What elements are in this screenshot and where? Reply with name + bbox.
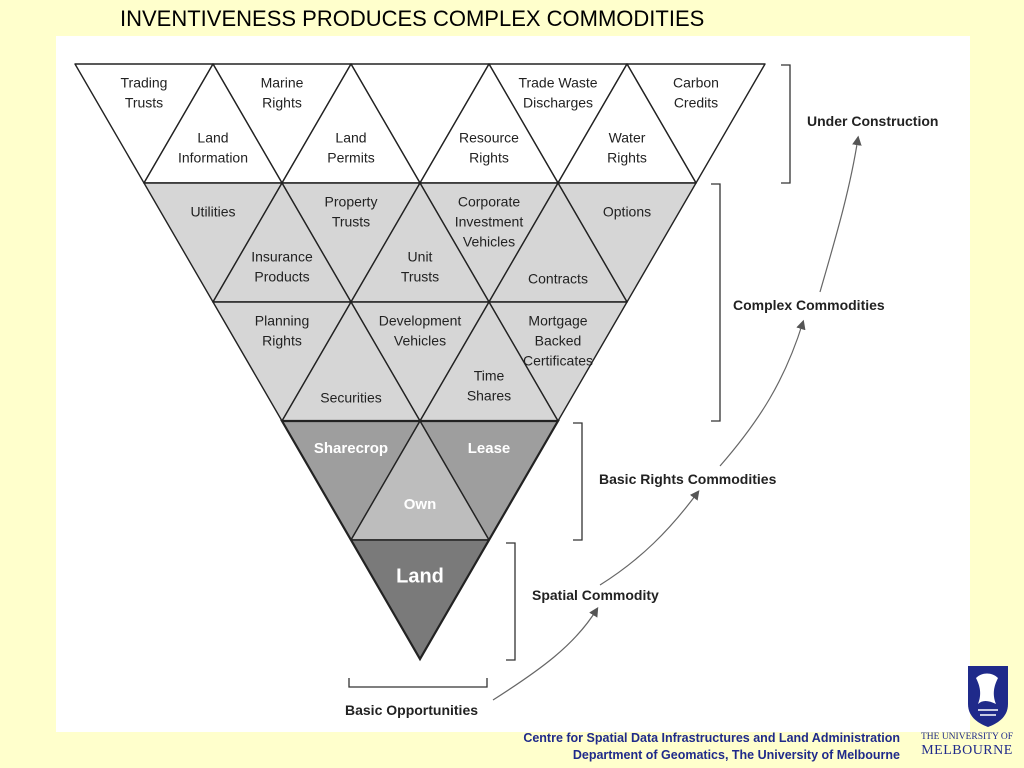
cell-label-row0-down-3: Trade Waste bbox=[518, 75, 597, 91]
cell-label-row0-down-0: Trusts bbox=[125, 95, 163, 111]
cell-label-row0-down-4: Credits bbox=[674, 95, 718, 111]
cell-label-row1-up-1: Trusts bbox=[401, 269, 439, 285]
label-complex-commodities: Complex Commodities bbox=[733, 297, 885, 313]
cell-label-row0-up-3: Water bbox=[609, 130, 646, 146]
bracket-spatial bbox=[506, 542, 516, 661]
bracket-complex-commodities bbox=[711, 183, 721, 422]
arrow-complex-to-under-construction bbox=[819, 135, 862, 293]
cell-label-row0-up-0: Land bbox=[197, 130, 228, 146]
cell-label-row1-up-2: Contracts bbox=[528, 271, 588, 287]
cell-label-row2-down-2: Mortgage bbox=[528, 313, 587, 329]
slide-title: INVENTIVENESS PRODUCES COMPLEX COMMODITI… bbox=[120, 6, 705, 31]
university-logo: THE UNIVERSITY OF MELBOURNE bbox=[920, 664, 1014, 764]
footer: Centre for Spatial Data Infrastructures … bbox=[523, 730, 900, 764]
cell-label-row1-up-0: Insurance bbox=[251, 249, 313, 265]
bracket-under-construction bbox=[781, 64, 791, 184]
cell-label-row1-up-1: Unit bbox=[408, 249, 433, 265]
cell-label-row2-down-0: Planning bbox=[255, 313, 310, 329]
cell-label-row2-up-0: Securities bbox=[320, 390, 381, 406]
cell-label-row1-down-2: Investment bbox=[455, 214, 524, 230]
arrow-opportunities-to-spatial bbox=[492, 606, 599, 701]
label-under-construction: Under Construction bbox=[807, 113, 938, 129]
cell-label-row3-down-1: Lease bbox=[468, 440, 511, 457]
cell-label-row0-up-1: Permits bbox=[327, 150, 374, 166]
arrow-spatial-to-basic-rights bbox=[599, 490, 700, 586]
cell-label-row2-down-2: Certificates bbox=[523, 353, 593, 369]
logo-text-the-university-of: THE UNIVERSITY OF bbox=[920, 732, 1013, 742]
bracket-basic-opportunities bbox=[348, 678, 488, 688]
university-crest-icon bbox=[968, 666, 1008, 727]
cell-label-row0-up-3: Rights bbox=[607, 150, 647, 166]
cell-label-row1-down-2: Corporate bbox=[458, 194, 520, 210]
cell-label-row0-up-2: Resource bbox=[459, 130, 519, 146]
cell-label-row0-down-3: Discharges bbox=[523, 95, 593, 111]
label-spatial-commodity: Spatial Commodity bbox=[532, 587, 659, 603]
cell-label-row0-down-1: Rights bbox=[262, 95, 302, 111]
cell-label-row3-down-0: Sharecrop bbox=[314, 440, 388, 457]
cell-label-row0-down-0: Trading bbox=[121, 75, 168, 91]
footer-centre-name: Centre for Spatial Data Infrastructures … bbox=[523, 731, 900, 745]
cell-label-row0-down-4: Carbon bbox=[673, 75, 719, 91]
logo-text-melbourne: MELBOURNE bbox=[921, 743, 1013, 758]
cell-label-row3-up-0: Own bbox=[404, 496, 437, 513]
cell-label-row2-down-0: Rights bbox=[262, 333, 302, 349]
cell-label-row2-down-2: Backed bbox=[535, 333, 582, 349]
cell-label-row1-down-3: Options bbox=[603, 204, 651, 220]
arrow-basic-rights-to-complex bbox=[719, 319, 806, 467]
cell-label-row2-up-1: Shares bbox=[467, 388, 511, 404]
bracket-basic-rights bbox=[573, 422, 583, 541]
cell-label-row4-down-0: Land bbox=[396, 565, 444, 587]
cell-label-row2-down-1: Development bbox=[379, 313, 462, 329]
cell-row4-down-0 bbox=[350, 539, 490, 660]
label-basic-opportunities: Basic Opportunities bbox=[345, 702, 478, 718]
cell-label-row0-down-1: Marine bbox=[261, 75, 304, 91]
basic-rights-and-land-outline bbox=[280, 419, 560, 662]
cell-label-row2-up-1: Time bbox=[474, 368, 505, 384]
cell-label-row1-down-0: Utilities bbox=[190, 204, 235, 220]
cell-label-row1-down-1: Trusts bbox=[332, 214, 370, 230]
cell-label-row1-up-0: Products bbox=[254, 269, 309, 285]
cell-label-row0-up-2: Rights bbox=[469, 150, 509, 166]
cell-label-row1-down-2: Vehicles bbox=[463, 234, 515, 250]
footer-department: Department of Geomatics, The University … bbox=[572, 748, 900, 762]
cell-label-row2-down-1: Vehicles bbox=[394, 333, 446, 349]
label-basic-rights-commodities: Basic Rights Commodities bbox=[599, 471, 777, 487]
cell-label-row1-down-1: Property bbox=[325, 194, 378, 210]
cell-label-row0-up-0: Information bbox=[178, 150, 248, 166]
cell-label-row0-up-1: Land bbox=[335, 130, 366, 146]
